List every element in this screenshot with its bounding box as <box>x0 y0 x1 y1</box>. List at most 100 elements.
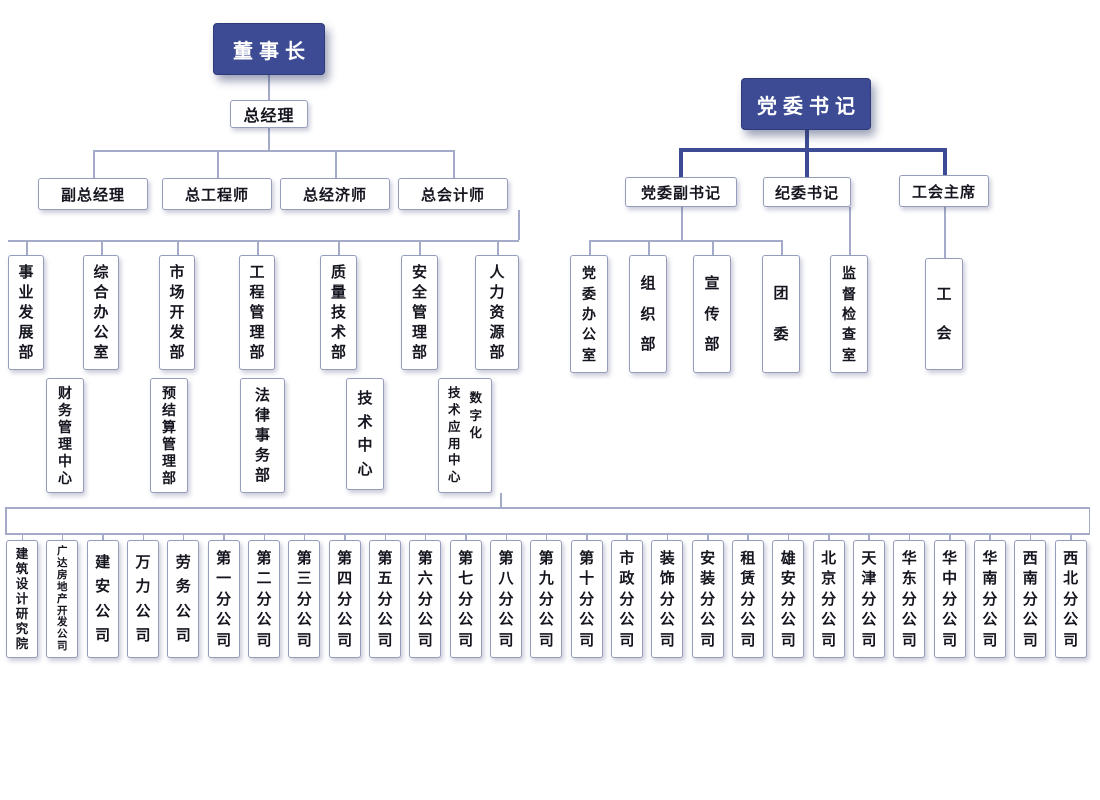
node-label: 财务管理中心 <box>58 385 72 486</box>
node-label: 第十分公司 <box>579 549 595 649</box>
node-legal-affairs: 法律事务部 <box>240 378 285 493</box>
connector-line <box>908 533 911 540</box>
node-subsidiary: 华南分公司 <box>973 540 1006 658</box>
node-label: 技术中心 <box>357 390 373 478</box>
node-discipline-secretary: 纪委书记 <box>763 177 851 207</box>
node-subsidiary: 广达房地产开发公司 <box>46 540 79 658</box>
connector-line <box>303 533 306 540</box>
connector-line <box>217 150 219 178</box>
node-label: 市场开发部 <box>169 264 185 361</box>
connector-line <box>263 533 265 540</box>
connector-line <box>338 240 340 255</box>
node-label: 总工程师 <box>184 186 249 204</box>
node-label: 法律事务部 <box>254 387 270 484</box>
node-subsidiary: 西北分公司 <box>1054 540 1087 658</box>
node-business-development: 事业发展部 <box>8 255 44 370</box>
node-chief-engineer: 总工程师 <box>162 178 272 210</box>
node-party-office: 党委办公室 <box>570 255 608 373</box>
node-label: 质量技术部 <box>330 264 346 361</box>
connector-line <box>257 240 259 255</box>
connector-line <box>102 533 104 540</box>
node-subsidiary: 建筑设计研究院 <box>6 540 38 658</box>
connector-line <box>384 533 386 540</box>
node-finance-center: 财务管理中心 <box>46 378 84 493</box>
node-label: 北京分公司 <box>821 549 837 649</box>
node-general-office: 综合办公室 <box>83 255 119 370</box>
node-label: 第六分公司 <box>417 549 433 649</box>
node-subsidiary: 第二分公司 <box>248 540 280 658</box>
node-subsidiary: 万力公司 <box>127 540 159 658</box>
node-label: 雄安分公司 <box>780 549 796 649</box>
connector-line <box>681 207 683 240</box>
connector-line <box>545 533 548 540</box>
node-union-chairman: 工会主席 <box>899 175 989 207</box>
node-chief-accountant: 总会计师 <box>398 178 508 210</box>
connector-line <box>93 150 453 152</box>
node-label: 市政分公司 <box>619 549 635 649</box>
node-chairman: 董事长 <box>213 23 325 75</box>
connector-line <box>586 533 588 540</box>
node-subsidiary: 雄安分公司 <box>772 540 805 658</box>
connector-line <box>101 240 103 255</box>
node-label: 董事长 <box>233 40 311 63</box>
node-subsidiary: 北京分公司 <box>812 540 845 658</box>
node-human-resources: 人力资源部 <box>475 255 519 370</box>
node-subsidiary: 安装分公司 <box>691 540 724 658</box>
connector-line <box>335 150 337 178</box>
node-label: 租赁分公司 <box>740 549 756 649</box>
connector-line <box>21 533 23 540</box>
connector-line <box>93 150 95 178</box>
node-subsidiary: 装饰分公司 <box>651 540 684 658</box>
connector-line <box>943 148 947 175</box>
connector-line <box>5 507 1090 509</box>
node-label: 数字化 <box>469 391 482 441</box>
node-label: 第二分公司 <box>256 549 272 649</box>
node-subsidiary: 租赁分公司 <box>731 540 764 658</box>
connector-line <box>26 240 28 255</box>
connector-line <box>268 75 270 100</box>
node-label: 党委副书记 <box>640 184 721 202</box>
node-digital-tech-center: 技术应用中心 数字化 <box>438 378 492 493</box>
node-label: 万力公司 <box>135 553 151 645</box>
node-subsidiary: 市政分公司 <box>610 540 643 658</box>
connector-line <box>707 533 709 540</box>
node-subsidiary: 建安公司 <box>86 540 119 658</box>
node-deputy-party-secretary: 党委副书记 <box>625 177 737 207</box>
node-label: 劳务公司 <box>175 553 191 645</box>
node-label: 建安公司 <box>95 553 111 645</box>
node-subsidiary: 第六分公司 <box>409 540 442 658</box>
node-engineering-management: 工程管理部 <box>239 255 275 370</box>
node-subsidiary: 第七分公司 <box>449 540 482 658</box>
node-subsidiary: 第五分公司 <box>369 540 401 658</box>
node-technology-center: 技术中心 <box>346 378 384 490</box>
node-label: 华南分公司 <box>982 549 998 649</box>
node-label: 华中分公司 <box>942 549 958 649</box>
node-label: 总经理 <box>243 108 295 125</box>
node-label: 团委 <box>773 285 789 343</box>
node-label: 天津分公司 <box>861 549 877 649</box>
node-label: 工程管理部 <box>249 264 265 361</box>
connector-line <box>344 533 346 540</box>
node-label: 党委书记 <box>757 95 861 118</box>
connector-line <box>679 148 683 177</box>
node-propaganda-dept: 宣传部 <box>693 255 731 373</box>
connector-line <box>944 207 946 258</box>
connector-line <box>781 240 783 255</box>
node-quality-technology: 质量技术部 <box>320 255 357 370</box>
connector-line <box>268 128 270 150</box>
node-market-development: 市场开发部 <box>159 255 195 370</box>
connector-line <box>500 493 502 507</box>
node-label: 装饰分公司 <box>659 549 675 649</box>
connector-line <box>666 533 669 540</box>
connector-line <box>223 533 225 540</box>
connector-line <box>712 240 714 255</box>
node-label: 事业发展部 <box>18 264 34 361</box>
node-party-secretary: 党委书记 <box>741 78 871 130</box>
node-chief-economist: 总经济师 <box>280 178 390 210</box>
connector-line <box>589 240 781 242</box>
connector-line <box>1088 507 1090 534</box>
node-label: 党委办公室 <box>582 265 596 363</box>
connector-line <box>419 240 421 255</box>
connector-line <box>505 533 507 540</box>
